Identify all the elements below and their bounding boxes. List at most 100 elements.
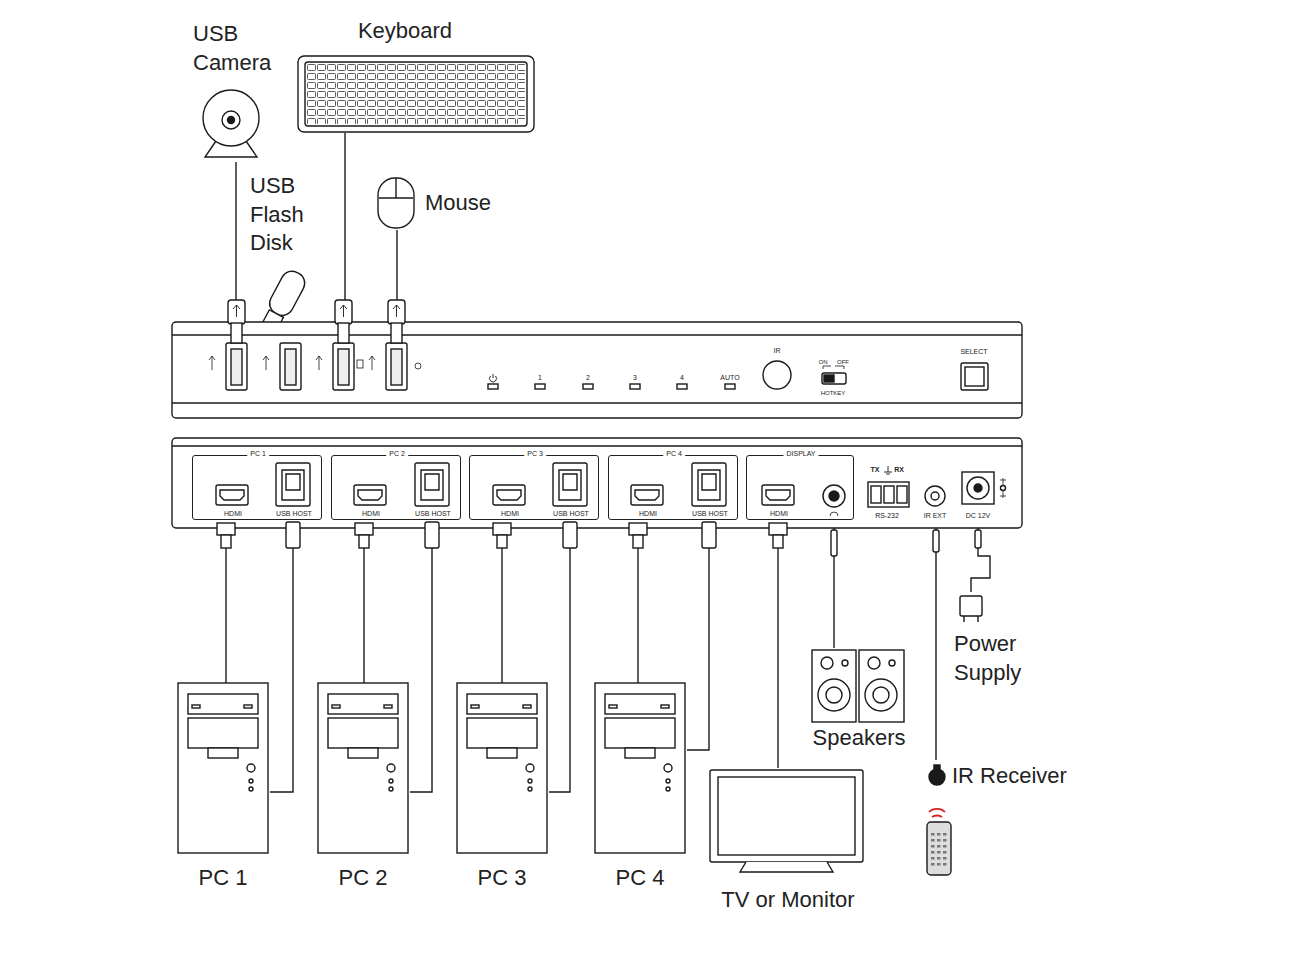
pc-label: PC 3	[457, 683, 549, 898]
port-label: SELECT	[960, 348, 987, 356]
port-label: IR EXT	[924, 512, 947, 520]
cable	[935, 528, 936, 760]
hotkey-switch	[822, 366, 846, 384]
device-name: PC 2	[339, 864, 388, 893]
port-label: OFF	[837, 359, 849, 366]
rs232-terminal	[884, 486, 894, 503]
hdmi-port	[762, 485, 794, 505]
pc-tower-icon	[595, 683, 685, 853]
cable	[344, 133, 345, 322]
hdmi-plug	[355, 523, 373, 535]
port-group: PC 3HDMIUSB HOST	[469, 455, 599, 520]
monitor-icon	[718, 777, 855, 855]
ir-window	[763, 361, 791, 389]
front-usb-port	[391, 349, 402, 385]
front-usb-port	[338, 349, 349, 385]
device-label: USB Camera	[190, 20, 290, 162]
hdmi-port	[497, 490, 521, 500]
usb-b-port	[421, 470, 443, 500]
pc-label: PC 4	[595, 683, 687, 898]
device-name: Mouse	[425, 189, 491, 218]
speaker-icon	[873, 687, 889, 703]
hdmi-plug	[773, 535, 783, 548]
pc-tower-icon	[332, 705, 340, 708]
dc-jack	[1001, 486, 1006, 491]
power-adapter	[960, 596, 982, 616]
port-group: PC 4HDMIUSB HOST	[608, 455, 738, 520]
device-name: USB Camera	[193, 20, 288, 77]
jack-plug	[975, 530, 981, 548]
pc-tower-icon	[528, 779, 532, 783]
speaker-icon	[842, 660, 848, 666]
rs232-terminal	[868, 466, 909, 507]
hdmi-plug	[633, 535, 643, 548]
ir-receiver-icon	[929, 765, 945, 785]
rear-panel	[172, 438, 1022, 528]
usb-plug	[338, 323, 349, 343]
port-label: HDMI	[362, 510, 380, 518]
pc-tower-icon	[178, 683, 268, 853]
pc-tower-icon	[328, 718, 398, 748]
usb-b-port	[276, 463, 310, 506]
camera-icon	[203, 90, 259, 146]
front-usb-port	[226, 343, 247, 390]
led-indicator	[725, 384, 735, 389]
pc-tower-icon	[625, 748, 655, 758]
device-name: PC 3	[478, 864, 527, 893]
speaker-icon	[826, 687, 842, 703]
usb-logo	[415, 363, 421, 369]
usb-b-port	[559, 470, 581, 500]
speaker-icon	[859, 650, 904, 722]
port-label: 1	[538, 374, 542, 382]
port-label: HDMI	[501, 510, 519, 518]
ir-ext-jack	[925, 486, 945, 506]
port-label: TX	[871, 466, 880, 474]
remote-control	[930, 832, 948, 868]
speaker-icon	[812, 650, 904, 722]
pc-tower-icon	[188, 694, 258, 714]
pc-tower-icon	[609, 705, 617, 708]
port-label: AUTO	[720, 374, 739, 382]
pc-tower-icon	[389, 779, 393, 783]
hdmi-plug	[497, 535, 507, 548]
usb-b-plug	[702, 522, 716, 548]
dc-jack	[1000, 478, 1006, 498]
port-label: HOTKEY	[821, 390, 846, 397]
usb-b-port	[553, 463, 587, 506]
front-usb-port	[231, 349, 242, 385]
pc-tower-icon	[467, 718, 537, 748]
keyboard-icon	[307, 64, 525, 124]
rs232-terminal	[868, 482, 909, 507]
cable	[687, 520, 709, 750]
rear-panel	[172, 445, 1022, 446]
hdmi-plug	[217, 523, 787, 548]
jack-plug	[831, 530, 981, 556]
camera-icon	[203, 90, 259, 157]
device-name: Speakers	[813, 724, 906, 753]
cable	[410, 520, 432, 792]
device-label: IR Receiver	[925, 760, 1085, 800]
pc-tower-icon	[664, 764, 672, 772]
mouse-icon	[378, 178, 414, 228]
rs232-terminal	[871, 486, 881, 503]
power-adapter	[964, 616, 978, 622]
pc-tower-icon	[244, 705, 252, 708]
hdmi-plug	[217, 523, 235, 535]
port-label: HDMI	[224, 510, 242, 518]
device-label: Keyboard	[298, 15, 535, 133]
power-symbol	[490, 374, 497, 382]
select-button	[965, 367, 984, 386]
pc-tower-icon	[318, 683, 408, 853]
port-label: USB HOST	[276, 510, 312, 518]
port-label: RS-232	[875, 512, 899, 520]
pc-tower-icon	[526, 764, 534, 772]
device-name: USB Flash Disk	[250, 172, 322, 258]
front-usb-port	[386, 343, 407, 390]
led-indicator	[488, 384, 498, 389]
rear-panel: TXRXRS-232IR EXTDC 12VPC 1HDMIUSB HOSTPC…	[172, 438, 1022, 528]
speaker-icon	[889, 660, 895, 666]
cable	[549, 520, 570, 792]
hdmi-plug	[359, 535, 369, 548]
pc-tower-icon	[249, 787, 253, 791]
